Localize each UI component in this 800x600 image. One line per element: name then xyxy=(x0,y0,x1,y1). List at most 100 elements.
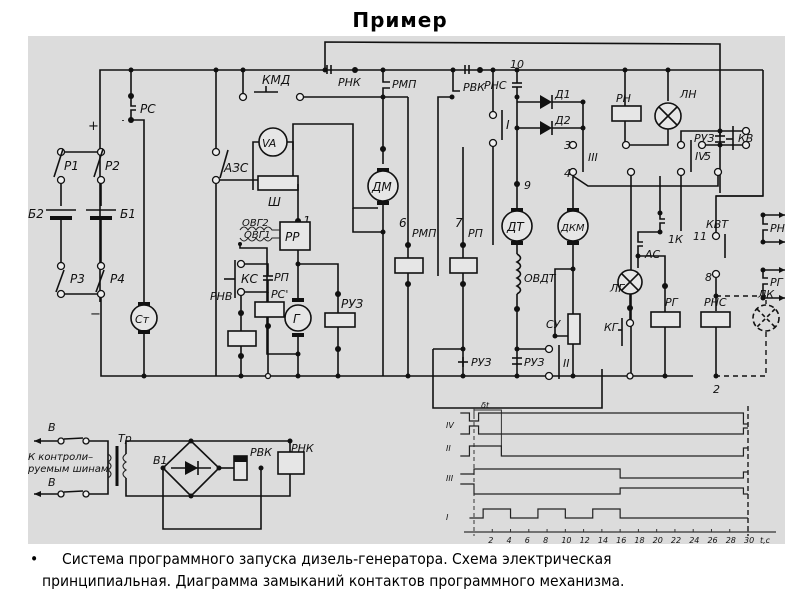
generator-icon xyxy=(284,304,312,332)
label-as: АС xyxy=(644,248,661,261)
relay-rn-coil xyxy=(611,105,642,122)
label-out-rg: РГ xyxy=(770,276,784,289)
switch-p1 xyxy=(53,148,64,178)
label-kv: КВ xyxy=(738,132,753,145)
relay-rmp-coil xyxy=(394,257,424,274)
label-ruz-b: РУЗ xyxy=(524,356,544,369)
label-ln: ЛН xyxy=(679,88,697,101)
label-d1: Д1 xyxy=(554,88,571,101)
schematic-scan: + Р1 Р2 Б2 Б1 Р3 Р4 − РС Ст xyxy=(28,36,785,544)
label-rp-contact: РП xyxy=(274,271,289,284)
label-node4: 4 xyxy=(564,167,571,180)
bottom-bus xyxy=(100,291,693,409)
caption-bullet: • xyxy=(30,550,39,568)
switch-p2 xyxy=(93,148,104,178)
rectifier-bridge-v1 xyxy=(161,439,221,498)
timing-tick-label: 18 xyxy=(634,536,644,544)
label-p4: Р4 xyxy=(110,272,125,286)
schematic-diagram: + Р1 Р2 Б2 Б1 Р3 Р4 − РС Ст xyxy=(28,41,785,544)
label-rn: РН xyxy=(616,92,631,105)
label-to-buses-2: руемым шинам xyxy=(28,464,109,475)
label-rmp-coil: РМП xyxy=(412,227,436,240)
timing-interval-bracket xyxy=(473,409,502,456)
auxiliary-circuit: В К контроли– руемым шинам В Тр В1 РВК Р… xyxy=(28,421,315,530)
timing-tick-label: 4 xyxy=(507,536,512,544)
caption-line-1: Система программного запуска дизель-гене… xyxy=(62,550,612,568)
label-lk: ЛК xyxy=(757,288,775,301)
slide-caption: • Система программного запуска дизель-ге… xyxy=(30,548,790,592)
timing-trace-i xyxy=(469,508,748,519)
label-ovdt: ОВДТ xyxy=(524,272,557,285)
timing-tick-label: 10 xyxy=(561,536,571,544)
label-p1: Р1 xyxy=(64,159,79,173)
label-rp-coil: РП xyxy=(468,227,483,240)
timing-tick-label: 22 xyxy=(671,536,681,544)
label-azs: АЗС xyxy=(223,161,249,175)
label-switch-i: I xyxy=(506,118,510,132)
timing-tick-label: 14 xyxy=(598,536,608,544)
label-ovg2: ОВГ2 xyxy=(242,218,269,229)
control-right-middle: 10 РНС 9 ДТ ОВДТ РУЗ II Д1 Д2 xyxy=(484,58,719,381)
label-ovg1: ОВГ1 xyxy=(244,230,271,241)
label-rns-coil: РНС xyxy=(704,296,727,309)
label-va: VA xyxy=(262,137,276,150)
diode-d1-icon xyxy=(540,95,552,109)
timing-trace-iv-a xyxy=(460,412,748,425)
relay-ruz-coil xyxy=(324,312,356,328)
timing-trace-iii-a xyxy=(460,468,748,479)
label-lg: ЛГ xyxy=(609,282,625,295)
control-right: РН ЛН IV РУЗ КВ 5 1К АС xyxy=(604,67,785,396)
timing-row-label: III xyxy=(446,474,454,483)
plus-label: + xyxy=(88,119,99,134)
relay-rnv-coil xyxy=(227,330,257,347)
switch-p4 xyxy=(95,269,105,293)
label-out-rn: РН xyxy=(770,222,785,235)
slide-title: Пример xyxy=(352,8,448,32)
relay-rp-coil xyxy=(449,257,478,274)
label-ruz-c: РУЗ xyxy=(694,132,714,145)
label-v1: В1 xyxy=(153,454,168,467)
label-node10: 10 xyxy=(510,58,524,71)
diode-d2-icon xyxy=(540,121,552,135)
timing-tick-label: 12 xyxy=(580,536,590,544)
label-node1: 1 xyxy=(303,214,311,228)
label-dt: ДТ xyxy=(506,220,525,234)
label-rns-contact: РНС xyxy=(484,79,507,92)
regulator-rr xyxy=(279,221,311,251)
label-node2: 2 xyxy=(713,383,720,396)
shunt xyxy=(257,175,299,191)
label-node5: 5 xyxy=(704,150,711,163)
control-middle: РНК РМП ДМ РВК 6 РМП I xyxy=(122,65,510,379)
timing-trace-iii-b xyxy=(460,483,748,495)
label-to-buses-1: К контроли– xyxy=(28,452,93,463)
timing-tick-label: 8 xyxy=(543,536,548,544)
label-rvk: РВК xyxy=(463,81,486,94)
switch-azs xyxy=(219,149,229,179)
timing-axis-label: t,c xyxy=(760,536,771,544)
diode-v1-icon xyxy=(185,461,198,475)
timing-tick-label: 26 xyxy=(707,536,717,544)
timing-row-label: IV xyxy=(446,421,454,430)
label-su: СУ xyxy=(546,318,562,331)
timing-trace-ii xyxy=(460,445,748,457)
timing-tick-label: 28 xyxy=(726,536,736,544)
label-d2: Д2 xyxy=(554,114,571,127)
label-sh: Ш xyxy=(268,195,281,209)
label-dm: ДМ xyxy=(371,180,392,194)
relay-rs-coil xyxy=(254,301,285,318)
timing-row-label: I xyxy=(446,513,449,522)
label-ks: КС xyxy=(241,272,259,286)
label-rnv: РНВ xyxy=(210,290,232,303)
label-p3: Р3 xyxy=(70,272,85,286)
label-ruz-coil: РУЗ xyxy=(341,297,364,311)
label-node9: 9 xyxy=(524,179,531,192)
label-node8: 8 xyxy=(705,271,712,284)
lamp-lk-icon xyxy=(752,304,780,332)
label-rmp-contact: РМП xyxy=(392,78,416,91)
rheostat-su xyxy=(567,313,581,345)
label-b-bottom: В xyxy=(48,476,56,489)
relay-rns-coil xyxy=(700,311,731,328)
timing-tick-label: 16 xyxy=(616,536,626,544)
label-rg: РГ xyxy=(665,296,679,309)
